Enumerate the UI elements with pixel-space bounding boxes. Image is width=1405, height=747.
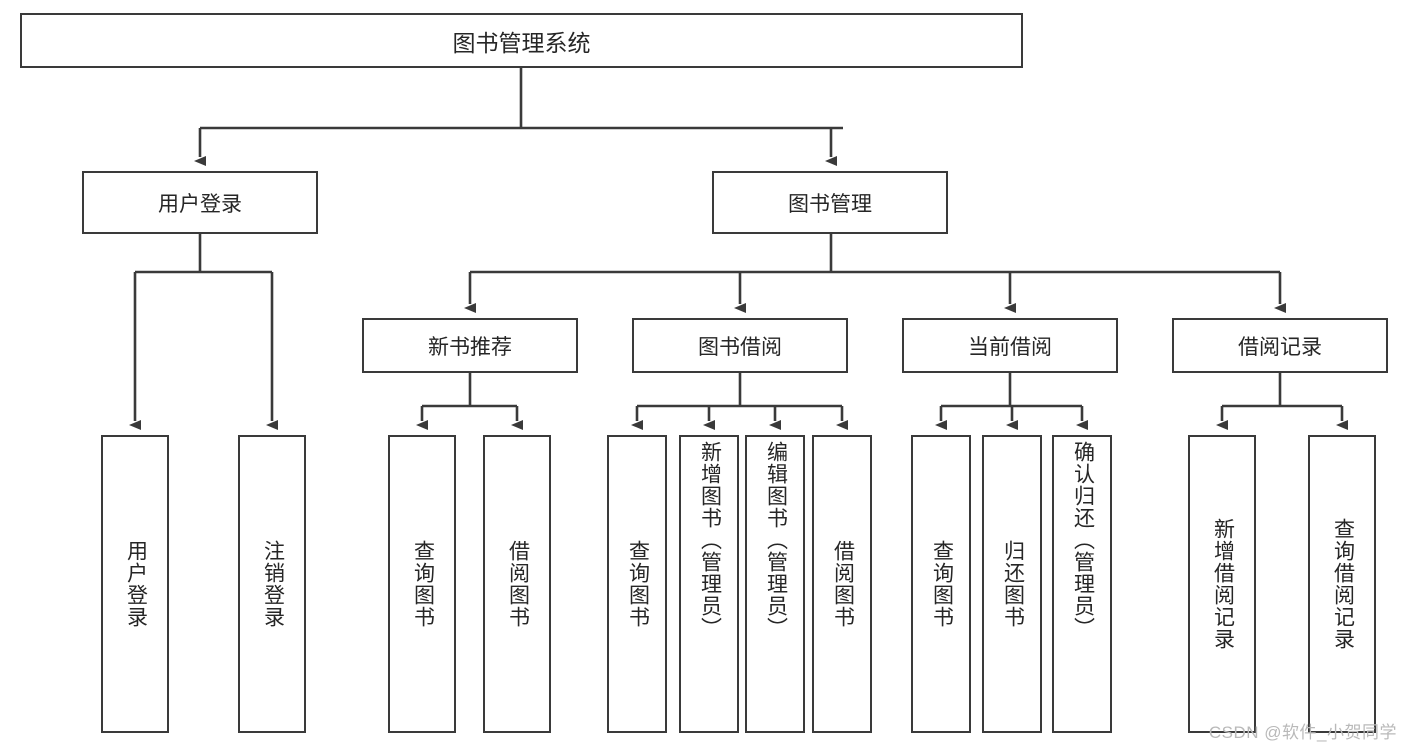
node-leaf-query-borrow-record[interactable]: 查询借阅记录 — [1308, 435, 1376, 733]
leaf-label: 注销登录 — [261, 540, 285, 628]
leaf-text-wrap: 新增图书（管理员） — [681, 437, 737, 735]
leaf-label: 查询图书 — [930, 540, 954, 628]
node-book-borrow[interactable]: 图书借阅 — [632, 318, 848, 373]
leaf-text-wrap: 借阅图书 — [485, 437, 549, 731]
node-leaf-return-book[interactable]: 归还图书 — [982, 435, 1042, 733]
node-leaf-user-login[interactable]: 用户登录 — [101, 435, 169, 733]
leaf-text-wrap: 查询图书 — [390, 437, 454, 731]
leaf-label: 查询图书 — [626, 540, 650, 628]
leaf-label: 新增借阅记录 — [1211, 518, 1235, 650]
node-user-login[interactable]: 用户登录 — [82, 171, 318, 234]
node-leaf-borrow-book-2[interactable]: 借阅图书 — [812, 435, 872, 733]
node-root-system[interactable]: 图书管理系统 — [20, 13, 1023, 68]
node-leaf-query-book-3[interactable]: 查询图书 — [911, 435, 971, 733]
node-borrow-record[interactable]: 借阅记录 — [1172, 318, 1388, 373]
leaf-text-wrap: 用户登录 — [103, 437, 167, 731]
leaf-text-wrap: 借阅图书 — [814, 437, 870, 731]
leaf-text-wrap: 查询图书 — [609, 437, 665, 731]
watermark-text: CSDN @软件_小贺同学 — [1208, 723, 1397, 742]
node-leaf-query-book-1[interactable]: 查询图书 — [388, 435, 456, 733]
leaf-text-wrap: 确认归还（管理员） — [1054, 437, 1110, 735]
leaf-text-wrap: 注销登录 — [240, 437, 304, 731]
leaf-label: 新增图书（管理员） — [698, 441, 722, 639]
leaf-text-wrap: 查询借阅记录 — [1310, 437, 1374, 731]
node-leaf-edit-book-admin[interactable]: 编辑图书（管理员） — [745, 435, 805, 733]
leaf-label: 借阅图书 — [831, 540, 855, 628]
node-leaf-add-borrow-record[interactable]: 新增借阅记录 — [1188, 435, 1256, 733]
leaf-text-wrap: 查询图书 — [913, 437, 969, 731]
leaf-label: 编辑图书（管理员） — [764, 441, 788, 639]
leaf-label: 查询借阅记录 — [1331, 518, 1355, 650]
node-book-manage[interactable]: 图书管理 — [712, 171, 948, 234]
node-leaf-query-book-2[interactable]: 查询图书 — [607, 435, 667, 733]
leaf-text-wrap: 新增借阅记录 — [1190, 437, 1254, 731]
leaf-label: 确认归还（管理员） — [1071, 441, 1095, 639]
node-leaf-confirm-return-admin[interactable]: 确认归还（管理员） — [1052, 435, 1112, 733]
leaf-label: 归还图书 — [1001, 540, 1025, 628]
leaf-label: 借阅图书 — [506, 540, 530, 628]
node-current-borrow[interactable]: 当前借阅 — [902, 318, 1118, 373]
leaf-label: 用户登录 — [124, 540, 148, 628]
leaf-text-wrap: 编辑图书（管理员） — [747, 437, 803, 735]
leaf-text-wrap: 归还图书 — [984, 437, 1040, 731]
node-leaf-logout[interactable]: 注销登录 — [238, 435, 306, 733]
node-leaf-borrow-book-1[interactable]: 借阅图书 — [483, 435, 551, 733]
leaf-label: 查询图书 — [411, 540, 435, 628]
node-leaf-add-book-admin[interactable]: 新增图书（管理员） — [679, 435, 739, 733]
node-new-book-recommend[interactable]: 新书推荐 — [362, 318, 578, 373]
